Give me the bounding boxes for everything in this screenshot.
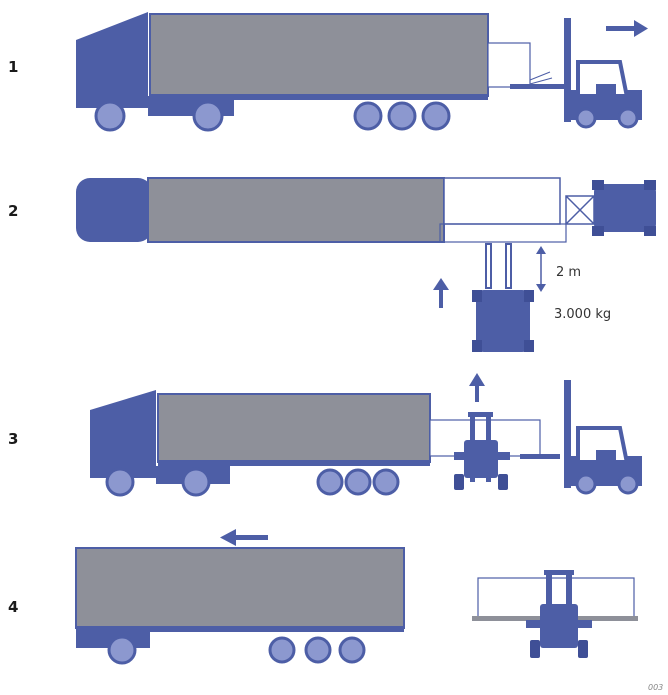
double-arrow-vertical-icon [536,246,546,292]
forklift-1 [564,18,642,129]
forklift-1-mast [564,18,571,122]
arrow-up-icon [433,278,449,308]
truck-1-wheel [94,100,126,132]
forklift-2-body [594,184,656,232]
forklift-3-wheel [575,473,597,495]
forklift-3-mast [564,380,571,488]
truck-3-wheel [316,468,344,496]
forklift-3 [564,380,642,495]
cargo-1 [487,42,566,89]
step-2-label: 2 [8,202,18,220]
truck-3-wheel [181,467,211,497]
truck-1-wheel [387,101,417,131]
weight-label: 3.000 kg [554,307,611,322]
forklift-2-forks [565,195,595,225]
arrow-right-icon [606,20,648,37]
forklift-1-wheel [575,107,597,129]
truck-3-trailer-floor [158,460,430,466]
trailer-4-floor [76,626,404,632]
step-3-label: 3 [8,430,18,448]
forklift-1-seat [596,84,616,96]
forklift-3-wheel [617,473,639,495]
arrow-left-icon [220,529,268,546]
trailer-4-wheel [304,636,332,664]
truck-3 [90,390,431,497]
cargo-1-forks [529,71,553,85]
figure-code: 003 [648,683,663,692]
truck-1-wheel [421,101,451,131]
step-4-label: 4 [8,598,18,616]
truck-2-trailer [147,177,445,243]
truck-1-wheel [192,100,224,132]
truck-2-top-view [76,177,567,243]
step-1-label: 1 [8,58,18,76]
cargo-1-box [487,42,531,88]
truck-2-cab [76,178,152,242]
trailer-4-body [75,547,405,629]
truck-2-clearance-zone [439,223,567,243]
truck-1 [76,12,489,132]
cargo-3 [429,419,560,459]
trailer-4 [75,547,405,665]
truck-3-trailer [157,393,431,463]
truck-3-wheel [372,468,400,496]
truck-1-wheel [353,101,383,131]
truck-3-cab [90,390,156,478]
forklift-1-wheel [617,107,639,129]
arrow-up-icon [469,373,485,402]
trailer-4-wheel [268,636,296,664]
forklift-2-top-view [565,180,656,236]
cargo-1-pallet [510,84,566,89]
trailer-4-wheel [338,636,366,664]
truck-2-load-area [443,177,561,225]
clearance-label: 2 m [556,265,581,280]
truck-3-wheel [344,468,372,496]
forklift-side-lift [454,412,510,490]
truck-1-trailer [149,13,489,97]
forklift-4-front-view [526,570,592,658]
truck-1-cab [76,12,148,108]
truck-1-trailer-floor [150,94,488,100]
cargo-3-pallet [520,454,560,459]
trailer-4-wheel [107,635,137,665]
truck-3-wheel [105,467,135,497]
forklift-3-top-view [472,243,534,352]
forklift-3-body [476,290,530,352]
